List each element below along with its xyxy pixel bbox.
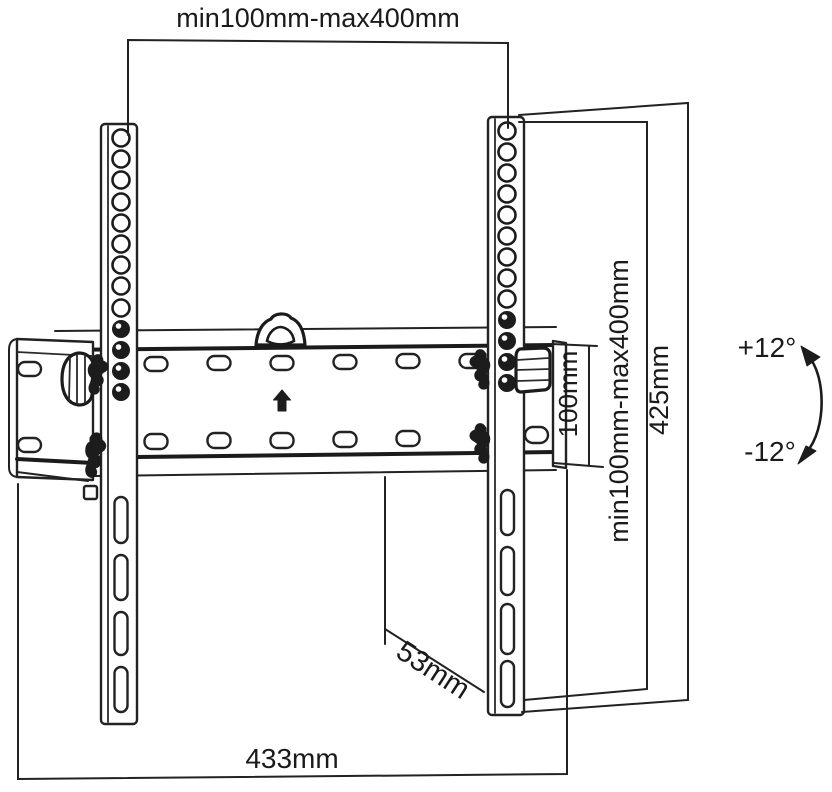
plate-slot-row-top — [143, 352, 484, 373]
plate-slot-row-bottom — [143, 429, 421, 451]
rail-holes — [497, 121, 517, 309]
dimension-vesa-width: min100mm-max400mm — [127, 3, 509, 136]
depth-label: 53mm — [390, 635, 475, 706]
left-latch-tab — [82, 484, 99, 501]
tilt-down-label: -12° — [744, 436, 796, 467]
right-end-cap — [523, 339, 568, 470]
wall-plate — [53, 326, 558, 477]
dimension-vesa-height: min100mm-max400mm — [518, 121, 648, 701]
dimension-rail-height: 425mm — [518, 101, 689, 713]
dimension-depth: 53mm — [384, 476, 485, 706]
plate-bottom-edge — [94, 469, 557, 477]
overall-width-label: 433mm — [245, 743, 338, 774]
vesa-width-label: min100mm-max400mm — [176, 3, 460, 33]
hanger-tab-icon — [254, 312, 307, 347]
rail-holes-dark — [112, 320, 130, 401]
end-cap-slot — [16, 360, 43, 378]
rail-slots — [499, 488, 516, 709]
tilt-up-label: +12° — [738, 332, 797, 363]
plate-top-fold — [53, 343, 558, 352]
end-cap-slot — [16, 436, 43, 454]
vesa-height-label: min100mm-max400mm — [604, 259, 634, 543]
dimension-plate-height: 100mm — [551, 343, 604, 468]
rail-height-label: 425mm — [644, 345, 674, 435]
left-latch-top — [87, 354, 109, 395]
plate-height-label: 100mm — [553, 351, 583, 438]
tilt-arrow-icon — [797, 345, 823, 465]
end-cap-slot — [523, 425, 550, 445]
plate-top-edge — [54, 326, 557, 332]
right-tv-rail — [486, 115, 526, 717]
plate-bottom-fold — [53, 450, 558, 460]
rail-holes-dark — [498, 311, 516, 392]
tilt-annotation: +12° -12° — [738, 332, 823, 467]
left-knob — [60, 351, 95, 407]
rail-slots — [113, 495, 129, 714]
rail-holes — [111, 128, 131, 318]
right-latch-top — [469, 349, 491, 390]
right-latch-bottom — [469, 423, 491, 464]
right-knob — [514, 346, 552, 394]
left-latch-bottom — [85, 432, 107, 478]
up-arrow-icon — [273, 389, 291, 412]
left-tv-rail — [99, 122, 139, 726]
dimension-overall-width: 433mm — [17, 469, 568, 781]
